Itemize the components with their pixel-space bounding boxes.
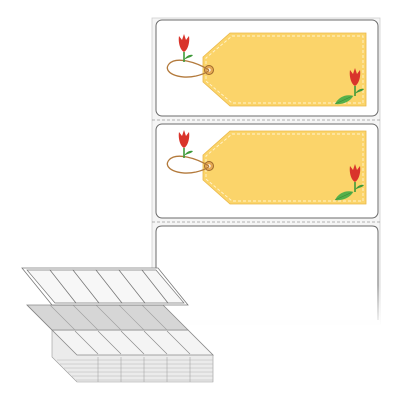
string-icon xyxy=(166,59,210,78)
printed-label-1 xyxy=(155,19,379,117)
fanfold-stack-lines xyxy=(57,357,213,382)
hang-tag-2 xyxy=(202,130,367,205)
printed-label-2 xyxy=(155,123,379,219)
fanfold-stack xyxy=(21,267,214,383)
string-icon xyxy=(166,155,210,174)
fanfold-top-sheet xyxy=(21,267,189,306)
blank-label xyxy=(150,225,386,330)
hang-tag-1 xyxy=(202,32,367,107)
fanfold-bottom-sheet xyxy=(51,329,214,356)
fanfold-rising-sheet xyxy=(26,304,189,331)
